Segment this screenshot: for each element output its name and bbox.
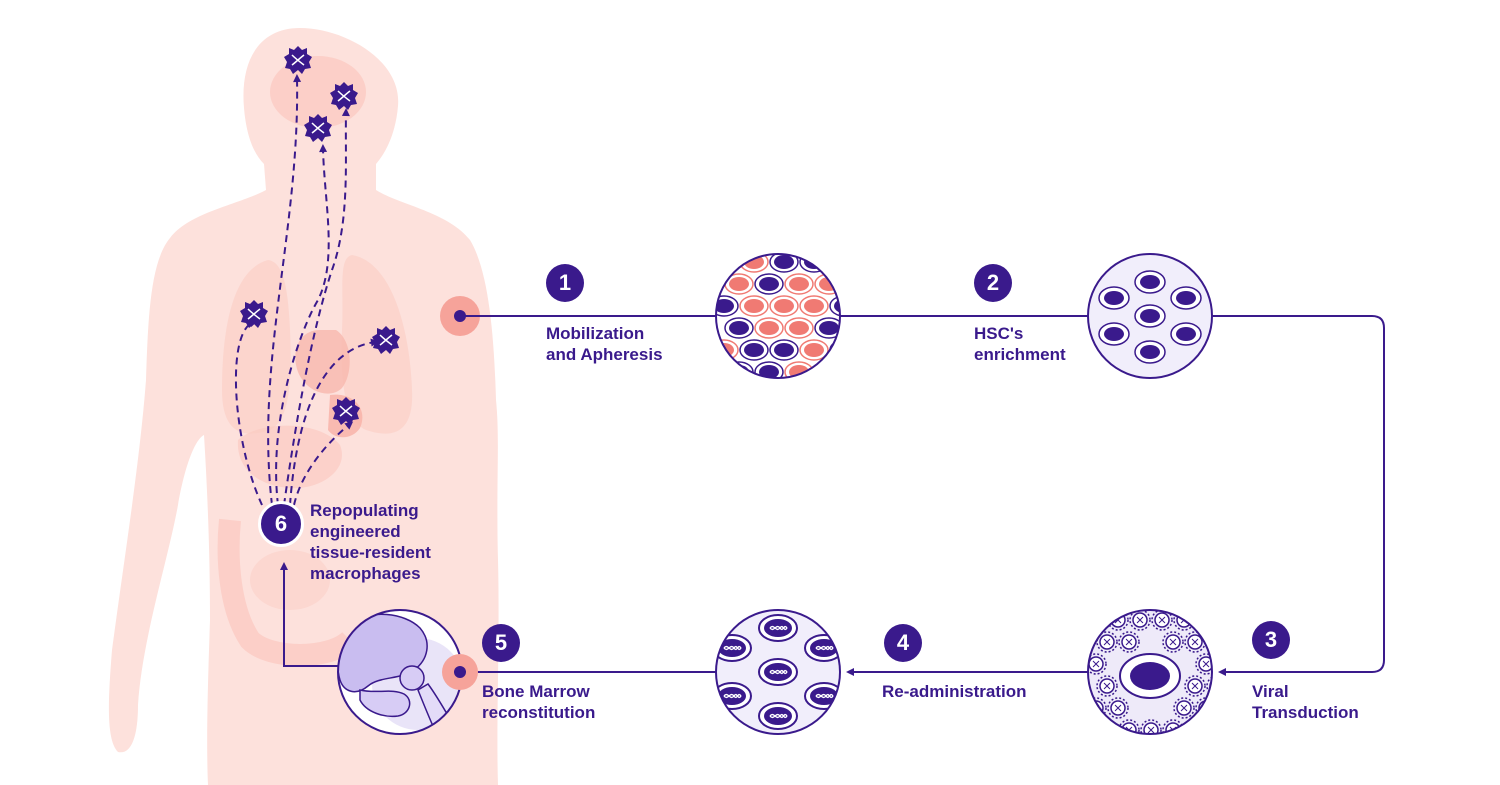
connector-dot <box>454 310 466 322</box>
step-4-badge: 4 <box>884 624 922 662</box>
process-connectors <box>280 315 1385 676</box>
virus-transduced-cell-icon <box>1087 609 1213 735</box>
human-body-silhouette <box>108 28 499 785</box>
step-5-badge: 5 <box>482 624 520 662</box>
step-6-badge: 6 <box>258 501 304 547</box>
step-2-badge: 2 <box>974 264 1012 302</box>
engineered-cells-icon <box>715 609 841 735</box>
hsc-cells-icon <box>1087 253 1213 379</box>
step-3-badge: 3 <box>1252 621 1290 659</box>
pelvis-bone-icon <box>337 609 478 735</box>
step-1-badge: 1 <box>546 264 584 302</box>
migration-paths <box>234 74 379 506</box>
step-4-label: Re-administration <box>882 682 1027 701</box>
